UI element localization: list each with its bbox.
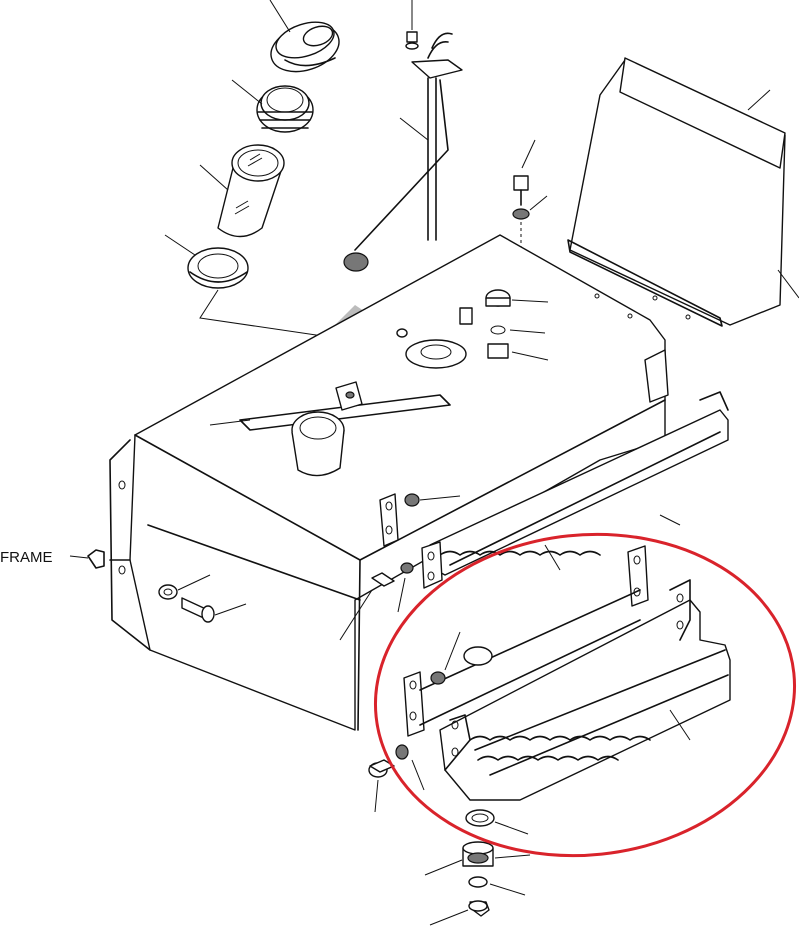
- frame-bracket: [69, 549, 105, 569]
- rear-cover-plate: [567, 57, 799, 327]
- upper-step: [379, 349, 729, 589]
- drain-components: [424, 809, 531, 926]
- breather-plug: [485, 289, 549, 361]
- fuel-level-sender: [343, 0, 463, 272]
- lower-step-assembly: [368, 545, 731, 813]
- fuel-cap: [269, 0, 340, 73]
- fuel-tank-body: [109, 234, 691, 731]
- frame-label: FRAME: [0, 549, 53, 566]
- highlight-circle: [373, 532, 797, 858]
- strainer: [199, 144, 285, 238]
- bolt-washer-top: [512, 139, 548, 262]
- frame-bolts: [158, 562, 414, 641]
- filler-neck: [231, 79, 314, 133]
- gasket-ring: [164, 234, 351, 341]
